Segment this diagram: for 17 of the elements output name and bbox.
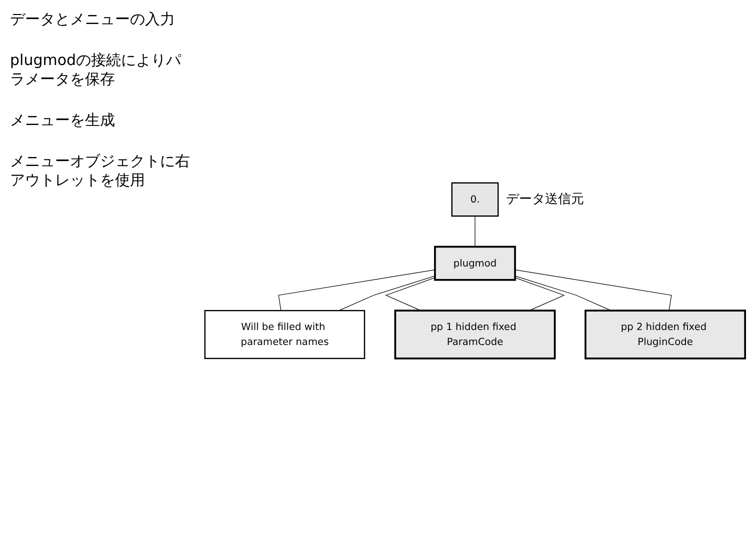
node-box: 0. [451, 182, 499, 216]
note-text: メニューオブジェクトに右アウトレットを使用 [10, 152, 190, 190]
note-text: データとメニューの入力 [10, 10, 176, 29]
node-box: pp 2 hidden fixed PluginCode [584, 309, 746, 360]
node-box: pp 1 hidden fixed ParamCode [394, 309, 556, 360]
connector [385, 277, 436, 311]
connector [514, 269, 672, 311]
node-box: plugmod [434, 246, 516, 281]
note-text: メニューを生成 [10, 111, 116, 130]
node-box: Will be filled with parameter names [204, 310, 366, 359]
connector [338, 275, 436, 311]
node-caption: データ送信元 [506, 191, 584, 208]
connector [514, 275, 612, 311]
connector [474, 216, 476, 247]
note-text: plugmodの接続によりパラメータを保存 [10, 51, 182, 89]
connector [278, 269, 436, 311]
connector [514, 277, 565, 311]
